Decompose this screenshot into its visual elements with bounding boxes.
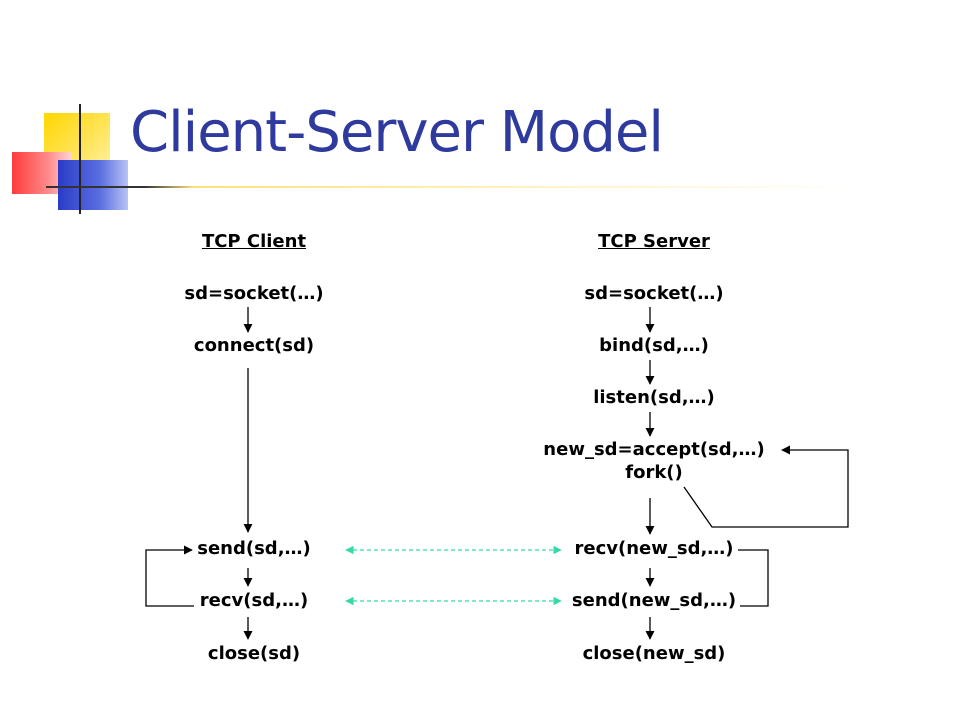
decor-vertical-line [79, 104, 81, 214]
server-step-send: send(new_sd,…) [571, 590, 737, 611]
server-step-listen: listen(sd,…) [593, 387, 715, 408]
title-underline [46, 186, 866, 188]
server-step-recv: recv(new_sd,…) [574, 538, 734, 559]
decor-blue-square [58, 160, 128, 210]
server-step-socket: sd=socket(…) [584, 283, 724, 304]
client-step-send: send(sd,…) [197, 538, 311, 559]
server-header: TCP Server [598, 231, 710, 252]
client-header: TCP Client [201, 231, 307, 252]
server-recv-send-loop [738, 549, 769, 607]
client-loop [145, 545, 194, 607]
client-step-close: close(sd) [207, 643, 301, 664]
slide-title: Client-Server Model [130, 100, 664, 165]
client-step-socket: sd=socket(…) [184, 283, 324, 304]
server-fork-loop [683, 445, 849, 528]
server-step-close: close(new_sd) [582, 643, 726, 664]
server-step-accept: new_sd=accept(sd,…) [543, 439, 765, 460]
client-step-recv: recv(sd,…) [199, 590, 309, 611]
server-step-fork: fork() [625, 462, 683, 483]
client-step-connect: connect(sd) [193, 335, 315, 356]
server-step-bind: bind(sd,…) [599, 335, 709, 356]
